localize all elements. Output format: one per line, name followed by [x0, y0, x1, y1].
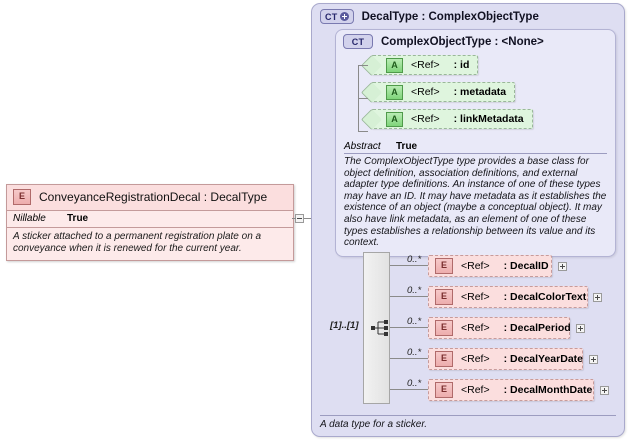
- complex-type-badge-icon[interactable]: CT: [320, 9, 354, 24]
- expand-toggle-icon[interactable]: [600, 386, 609, 395]
- element-ref: <Ref>: [461, 353, 490, 365]
- attribute-name: : id: [453, 59, 470, 71]
- base-type-panel-complexobjecttype: CT ComplexObjectType : <None> A <Ref> : …: [335, 29, 616, 257]
- element-row-decalcolortext[interactable]: E <Ref> : DecalColorText: [428, 286, 588, 308]
- abstract-value: True: [396, 141, 418, 152]
- element-ref: <Ref>: [461, 322, 490, 334]
- complex-type-badge-icon[interactable]: CT: [343, 34, 373, 49]
- element-ref: <Ref>: [461, 260, 490, 272]
- element-badge-icon: E: [435, 351, 453, 367]
- attribute-box-id[interactable]: A <Ref> : id: [371, 55, 479, 75]
- sequence-cardinality: [1]..[1]: [330, 320, 359, 331]
- connector-line: [358, 131, 368, 132]
- attribute-name: : metadata: [453, 86, 507, 98]
- property-label: Nillable: [13, 213, 46, 224]
- element-property-nillable: Nillable True: [7, 210, 293, 227]
- element-description: A sticker attached to a permanent regist…: [7, 227, 293, 260]
- sequence-icon: [371, 319, 391, 337]
- element-badge-icon: E: [435, 320, 453, 336]
- connector-line: [292, 218, 296, 219]
- element-row-decalid[interactable]: E <Ref> : DecalID: [428, 255, 552, 277]
- base-panel-title: ComplexObjectType : <None>: [381, 35, 544, 48]
- connector-line: [390, 265, 428, 266]
- element-name: : DecalColorText: [503, 291, 587, 303]
- element-ref: <Ref>: [461, 291, 490, 303]
- element-row-decalmonthdate[interactable]: E <Ref> : DecalMonthDate: [428, 379, 594, 401]
- type-panel-header: CT DecalType : ComplexObjectType: [312, 4, 624, 26]
- attribute-row[interactable]: A <Ref> : metadata: [371, 82, 615, 102]
- element-badge-icon: E: [435, 289, 453, 305]
- abstract-description: The ComplexObjectType type provides a ba…: [344, 156, 607, 249]
- attribute-badge-icon: A: [386, 84, 403, 100]
- type-panel-title: DecalType : ComplexObjectType: [361, 10, 539, 23]
- element-badge-icon: E: [435, 258, 453, 274]
- connector-line: [390, 358, 428, 359]
- occurrence-indicator: 0..*: [407, 285, 422, 296]
- expand-toggle-icon[interactable]: [589, 355, 598, 364]
- base-panel-header: CT ComplexObjectType : <None>: [336, 30, 615, 52]
- attribute-badge-icon: A: [386, 111, 403, 127]
- attribute-ref: <Ref>: [411, 86, 440, 98]
- connector-line: [390, 296, 428, 297]
- attribute-list: A <Ref> : id A <Ref> : metadata A <Ref> …: [336, 52, 615, 138]
- element-header: E ConveyanceRegistrationDecal : DecalTyp…: [7, 185, 293, 210]
- attribute-box-linkmetadata[interactable]: A <Ref> : linkMetadata: [371, 109, 533, 129]
- attribute-badge-icon: A: [386, 57, 403, 73]
- collapse-toggle-icon[interactable]: [295, 214, 304, 223]
- occurrence-indicator: 0..*: [407, 347, 422, 358]
- element-title: ConveyanceRegistrationDecal : DecalType: [39, 190, 268, 204]
- element-name: : DecalMonthDate: [503, 384, 593, 396]
- attribute-name: : linkMetadata: [453, 113, 524, 125]
- connector-line: [390, 327, 428, 328]
- element-name: : DecalPeriod: [503, 322, 571, 334]
- connector-line: [358, 98, 368, 99]
- plus-circle-icon[interactable]: [339, 12, 349, 21]
- element-ref: <Ref>: [461, 384, 490, 396]
- attribute-ref: <Ref>: [411, 59, 440, 71]
- abstract-row: Abstract True: [344, 141, 607, 154]
- element-row-decalyeardate[interactable]: E <Ref> : DecalYearDate: [428, 348, 583, 370]
- connector-line: [390, 389, 428, 390]
- attribute-box-metadata[interactable]: A <Ref> : metadata: [371, 82, 516, 102]
- type-panel-footer: A data type for a sticker.: [320, 415, 616, 430]
- abstract-property-block: Abstract True The ComplexObjectType type…: [344, 141, 607, 249]
- abstract-label: Abstract: [344, 141, 381, 152]
- occurrence-indicator: 0..*: [407, 316, 422, 327]
- expand-toggle-icon[interactable]: [593, 293, 602, 302]
- element-name: : DecalID: [503, 260, 549, 272]
- occurrence-indicator: 0..*: [407, 254, 422, 265]
- element-badge-icon: E: [435, 382, 453, 398]
- attribute-row[interactable]: A <Ref> : id: [371, 55, 615, 75]
- attribute-ref: <Ref>: [411, 113, 440, 125]
- element-badge-icon: E: [13, 189, 31, 205]
- expand-toggle-icon[interactable]: [558, 262, 567, 271]
- connector-line: [358, 65, 368, 66]
- element-row-decalperiod[interactable]: E <Ref> : DecalPeriod: [428, 317, 571, 339]
- occurrence-indicator: 0..*: [407, 378, 422, 389]
- attribute-row[interactable]: A <Ref> : linkMetadata: [371, 109, 615, 129]
- expand-toggle-icon[interactable]: [576, 324, 585, 333]
- element-conveyance-registration-decal[interactable]: E ConveyanceRegistrationDecal : DecalTyp…: [6, 184, 294, 261]
- property-value: True: [67, 213, 89, 224]
- element-name: : DecalYearDate: [503, 353, 583, 365]
